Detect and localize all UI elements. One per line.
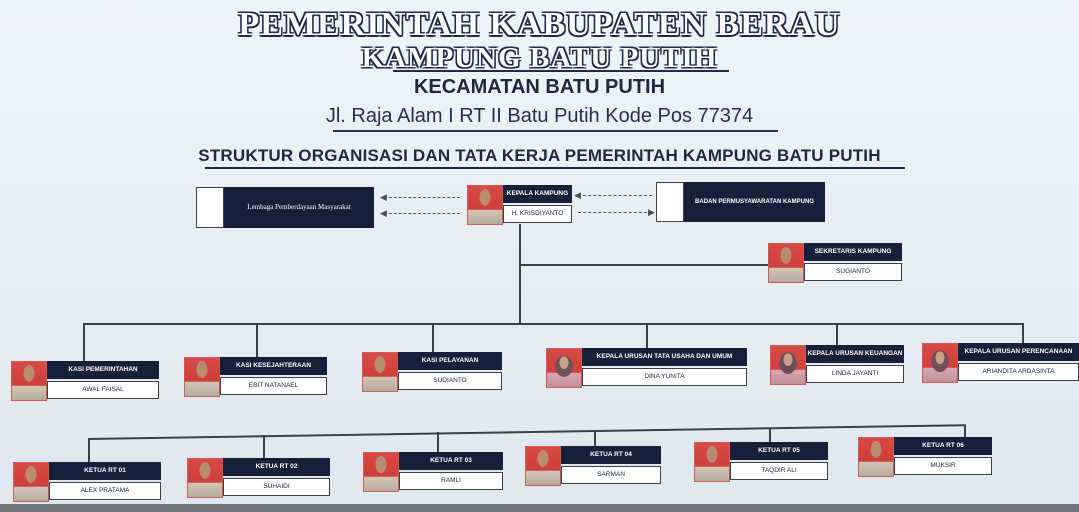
staff-drop-6 <box>1022 323 1024 344</box>
lpm-box: Lembaga Pemberdayaan Masyarakat <box>196 187 376 228</box>
arrow-left-icon: ◀ <box>380 208 387 218</box>
rt-drop-2 <box>263 435 265 461</box>
rt-drop-5 <box>769 428 771 444</box>
bpk-box: BADAN PERMUSYAWARATAN KAMPUNG <box>656 182 825 222</box>
staff-photo <box>546 348 582 388</box>
staff-photo <box>362 352 398 392</box>
rt-position: KETUA RT 01 <box>49 462 161 480</box>
rt-horizontal-connector <box>88 424 966 440</box>
rt-name: ALEX PRATAMA <box>49 482 161 500</box>
rt-position: KETUA RT 04 <box>561 446 661 464</box>
rt-photo <box>694 442 730 482</box>
head-vertical-connector <box>519 224 521 325</box>
staff-node: KEPALA URUSAN PERENCANAAN ARIANDITA ARDA… <box>922 343 1079 383</box>
lpm-blank-panel <box>196 187 224 228</box>
rt-photo <box>187 458 223 498</box>
arrow-left-icon: ◀ <box>574 190 581 200</box>
staff-photo <box>770 345 806 385</box>
rt-photo <box>363 452 399 492</box>
staff-position: KEPALA URUSAN TATA USAHA DAN UMUM <box>582 348 747 366</box>
address-underline <box>333 130 778 132</box>
rt-drop-4 <box>594 430 596 448</box>
structure-underline <box>205 167 905 169</box>
dashed-link-lpm-top <box>384 197 460 198</box>
staff-name: EBIT NATANAEL <box>220 377 327 395</box>
dashed-link-lpm-bottom <box>384 213 460 214</box>
staff-position: KEPALA URUSAN KEUANGAN <box>806 345 904 363</box>
secretary-photo <box>768 243 804 283</box>
head-node: KEPALA KAMPUNG H. KRISDIYANTO <box>467 185 572 225</box>
staff-drop-3 <box>432 323 434 353</box>
staff-name: SUDIANTO <box>398 372 502 390</box>
rt-photo <box>858 437 894 477</box>
arrow-left-icon: ◀ <box>380 192 387 202</box>
staff-photo <box>11 361 47 401</box>
staff-horizontal-connector <box>83 323 1023 325</box>
staff-position: KASI PELAYANAN <box>398 352 502 370</box>
staff-drop-5 <box>836 323 838 347</box>
rt-node: KETUA RT 02 SUHAIDI <box>187 458 330 498</box>
rt-position: KETUA RT 05 <box>730 442 828 460</box>
title-underline <box>393 40 729 72</box>
rt-name: MUKSIR <box>894 457 992 475</box>
address-text: Jl. Raja Alam I RT II Batu Putih Kode Po… <box>325 105 754 127</box>
bpk-blank-panel <box>656 182 684 222</box>
rt-node: KETUA RT 04 SARMAN <box>525 446 661 486</box>
rt-node: KETUA RT 06 MUKSIR <box>858 437 992 477</box>
bottom-edge <box>0 504 1079 512</box>
rt-name: SUHAIDI <box>223 478 330 496</box>
staff-name: DINA YUNITA <box>582 368 747 386</box>
rt-position: KETUA RT 02 <box>223 458 330 476</box>
staff-drop-2 <box>256 323 258 359</box>
rt-name: TAQDIR ALI <box>730 462 828 480</box>
staff-name: AWAL FAISAL <box>47 381 159 399</box>
rt-photo <box>13 462 49 502</box>
bpk-label: BADAN PERMUSYAWARATAN KAMPUNG <box>684 182 825 222</box>
rt-drop-3 <box>437 432 439 454</box>
staff-position: KASI KESEJAHTERAAN <box>220 357 327 375</box>
secretary-node: SEKRETARIS KAMPUNG SUGIANTO <box>768 243 902 283</box>
rt-drop-1 <box>88 438 90 466</box>
secretary-connector <box>519 264 769 266</box>
staff-position: KASI PEMERINTAHAN <box>47 361 159 379</box>
secretary-position: SEKRETARIS KAMPUNG <box>804 243 902 261</box>
staff-name: ARIANDITA ARDASINTA <box>958 363 1079 381</box>
dashed-link-bpk-bottom <box>578 212 652 213</box>
rt-name: RAMLI <box>399 472 503 490</box>
rt-name: SARMAN <box>561 466 661 484</box>
government-title: PEMERINTAH KABUPATEN BERAU <box>238 6 841 43</box>
district-title: KECAMATAN BATU PUTIH <box>413 76 666 98</box>
staff-photo <box>184 357 220 397</box>
secretary-name: SUGIANTO <box>804 263 902 281</box>
structure-title: STRUKTUR ORGANISASI DAN TATA KERJA PEMER… <box>198 146 881 165</box>
rt-node: KETUA RT 03 RAMLI <box>363 452 503 492</box>
dashed-link-bpk-top <box>578 195 652 196</box>
staff-node: KASI KESEJAHTERAAN EBIT NATANAEL <box>184 357 327 399</box>
head-name: H. KRISDIYANTO <box>503 205 572 223</box>
head-position: KEPALA KAMPUNG <box>503 185 572 203</box>
rt-photo <box>525 446 561 486</box>
staff-drop-1 <box>83 323 85 363</box>
staff-name: LINDA JAYANTI <box>806 365 904 383</box>
rt-position: KETUA RT 06 <box>894 437 992 455</box>
staff-photo <box>922 343 958 383</box>
village-title: KAMPUNG BATU PUTIH <box>361 42 718 74</box>
staff-position: KEPALA URUSAN PERENCANAAN <box>958 343 1079 361</box>
rt-node: KETUA RT 01 ALEX PRATAMA <box>13 462 161 502</box>
lpm-label: Lembaga Pemberdayaan Masyarakat <box>224 187 374 228</box>
staff-node: KASI PELAYANAN SUDIANTO <box>362 352 502 394</box>
arrow-right-icon: ▶ <box>648 207 655 217</box>
rt-drop-6 <box>964 425 966 438</box>
staff-node: KASI PEMERINTAHAN AWAL FAISAL <box>11 361 159 403</box>
rt-node: KETUA RT 05 TAQDIR ALI <box>694 442 828 482</box>
staff-drop-4 <box>646 323 648 349</box>
head-photo <box>467 185 503 225</box>
staff-node: KEPALA URUSAN TATA USAHA DAN UMUM DINA Y… <box>546 348 747 390</box>
rt-position: KETUA RT 03 <box>399 452 503 470</box>
staff-node: KEPALA URUSAN KEUANGAN LINDA JAYANTI <box>770 345 904 385</box>
